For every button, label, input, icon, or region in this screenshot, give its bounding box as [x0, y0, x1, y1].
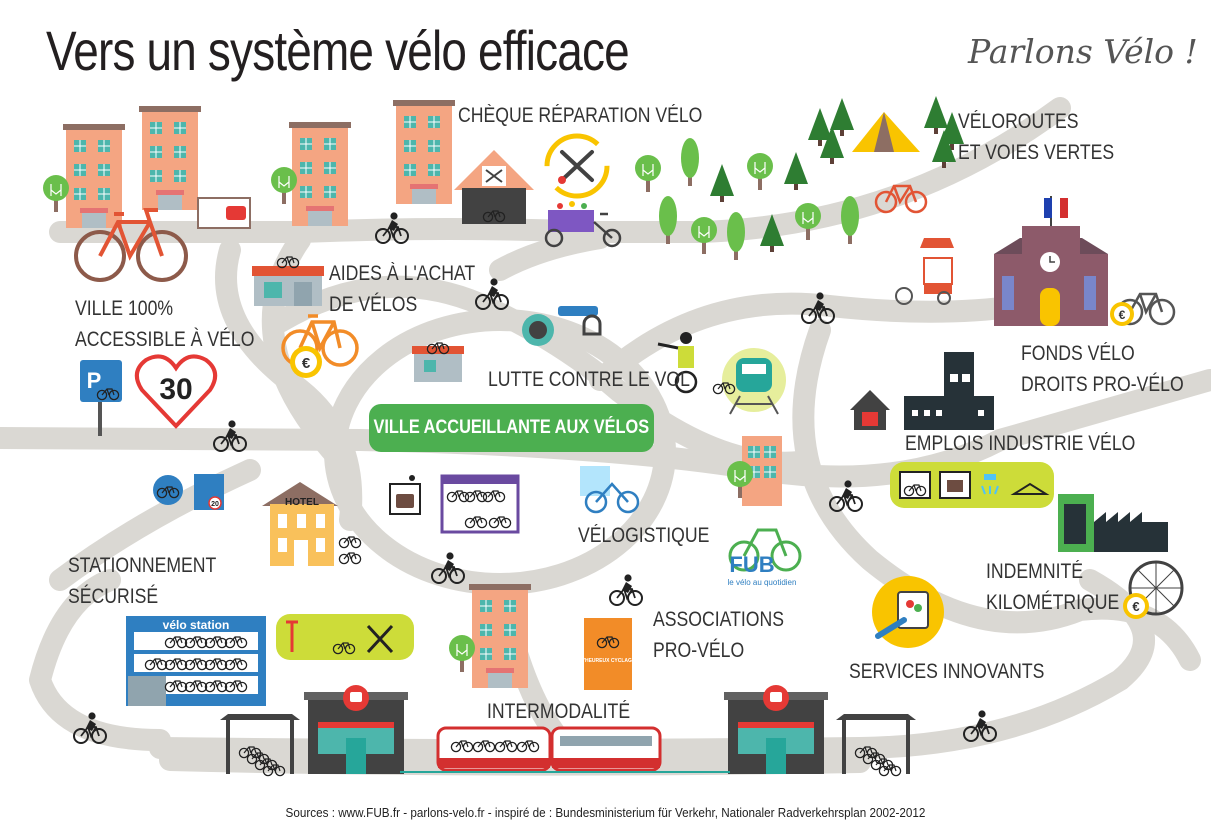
label-lutte-vol: LUTTE CONTRE LE VOL: [488, 364, 690, 395]
label-associations: ASSOCIATIONS PRO-VÉLO: [653, 604, 784, 666]
station-left: [304, 685, 408, 774]
brand-logo: Parlons Vélo !: [968, 32, 1198, 71]
services-phone: [872, 576, 944, 648]
poster-text: L'HEUREUX CYCLAGE: [581, 658, 636, 664]
label-velogistique: VÉLOGISTIQUE: [578, 520, 709, 551]
fub-tagline: le vélo au quotidien: [728, 578, 797, 587]
center-pill: VILLE ACCUEILLANTE AUX VÉLOS: [369, 404, 654, 452]
luggage-sign: [389, 475, 421, 515]
tent: [852, 112, 920, 152]
label-aides-achat: AIDES À L'ACHAT DE VÉLOS: [329, 258, 475, 320]
factory: [904, 352, 994, 430]
fub-text: FUB: [729, 552, 774, 577]
label-line: INTERMODALITÉ: [487, 700, 631, 723]
label-cheque-reparation: CHÈQUE RÉPARATION VÉLO: [458, 100, 702, 131]
bike-room: [440, 474, 520, 534]
label-line: EMPLOIS INDUSTRIE VÉLO: [905, 432, 1136, 455]
bike-lane-signs: [153, 474, 224, 510]
label-line: VÉLOGISTIQUE: [578, 524, 710, 547]
hotel-label: HOTEL: [285, 497, 319, 508]
emplois-panel: [890, 462, 1054, 508]
speed-heart-sign: [134, 354, 218, 429]
label-line: VÉLOROUTES: [958, 110, 1079, 133]
velo-station: [126, 616, 266, 706]
train: [400, 726, 730, 773]
label-line: KILOMÉTRIQUE: [986, 591, 1120, 614]
logistics-bike: [580, 466, 640, 514]
label-fonds-velo: FONDS VÉLO DROITS PRO-VÉLO: [1021, 338, 1184, 400]
repair-cycle-icon: [544, 133, 610, 199]
page-title: Vers un système vélo efficace: [46, 19, 630, 82]
speed-20: 20: [211, 501, 219, 508]
parking-sign: [80, 360, 122, 436]
tram-icon: [712, 348, 786, 415]
label-line: INDEMNITÉ: [986, 560, 1084, 583]
label-services-innovants: SERVICES INNOVANTS: [849, 656, 1044, 687]
station-right: [724, 685, 828, 774]
label-intermodalite: INTERMODALITÉ: [487, 696, 630, 727]
fub-logo: [728, 528, 802, 572]
aides-euro-symbol: €: [302, 355, 311, 372]
label-line: FONDS VÉLO: [1021, 342, 1135, 365]
aides-euro-coin: [290, 346, 322, 378]
label-line: STATIONNEMENT: [68, 554, 217, 577]
label-ville-100: VILLE 100% ACCESSIBLE À VÉLO: [75, 293, 254, 355]
sources-text: Sources : www.FUB.fr - parlons-velo.fr -…: [285, 805, 926, 820]
indemnite-wheel: [1128, 560, 1184, 616]
label-veloroutes: VÉLOROUTES ET VOIES VERTES: [958, 106, 1114, 168]
sources-footer: Sources : www.FUB.fr - parlons-velo.fr -…: [0, 804, 1211, 822]
parking-sign-letter: P: [87, 368, 102, 393]
cargo-bike: [544, 201, 622, 248]
police-and-lock: [522, 306, 602, 346]
repair-garage: [454, 150, 534, 224]
hotel: [262, 482, 362, 566]
label-line: DE VÉLOS: [329, 293, 418, 316]
red-bike-illustration: [74, 208, 188, 282]
center-pill-label: VILLE ACCUEILLANTE AUX VÉLOS: [373, 417, 650, 438]
label-line: SERVICES INNOVANTS: [849, 660, 1045, 683]
fonds-euro-symbol: €: [1119, 308, 1126, 322]
greenway-bike: [874, 184, 928, 214]
heureux-cyclage-poster: [584, 618, 632, 690]
label-line: ACCESSIBLE À VÉLO: [75, 328, 255, 351]
label-line: PRO-VÉLO: [653, 639, 745, 662]
label-line: DROITS PRO-VÉLO: [1021, 373, 1184, 396]
food-cart: [895, 238, 954, 305]
label-line: CHÈQUE RÉPARATION VÉLO: [458, 104, 703, 127]
label-indemnite: INDEMNITÉ KILOMÉTRIQUE: [986, 556, 1119, 618]
green-factory: [1058, 494, 1168, 552]
label-line: SÉCURISÉ: [68, 585, 159, 608]
speed-30: 30: [159, 373, 192, 406]
label-emplois: EMPLOIS INDUSTRIE VÉLO: [905, 428, 1135, 459]
indemnite-euro-coin: [1123, 593, 1149, 619]
fonds-euro-coin: [1110, 302, 1134, 326]
label-line: ET VOIES VERTES: [958, 141, 1115, 164]
label-line: ASSOCIATIONS: [653, 608, 785, 631]
center-shop: [412, 342, 464, 382]
label-line: LUTTE CONTRE LE VOL: [488, 368, 690, 391]
tools-panel: [276, 614, 414, 660]
left-buildings: [42, 100, 455, 229]
mid-building: [448, 584, 531, 688]
label-stationnement: STATIONNEMENT SÉCURISÉ: [68, 550, 216, 612]
label-line: AIDES À L'ACHAT: [329, 262, 476, 285]
bike-shop: [252, 256, 324, 306]
indemnite-euro-symbol: €: [1132, 599, 1139, 614]
small-repair-house: [850, 390, 890, 430]
town-hall: [994, 196, 1108, 326]
waving-cyclist: [657, 332, 698, 394]
small-building-right: [726, 436, 782, 506]
label-line: VILLE 100%: [75, 297, 174, 320]
velo-station-label: vélo station: [163, 618, 230, 632]
